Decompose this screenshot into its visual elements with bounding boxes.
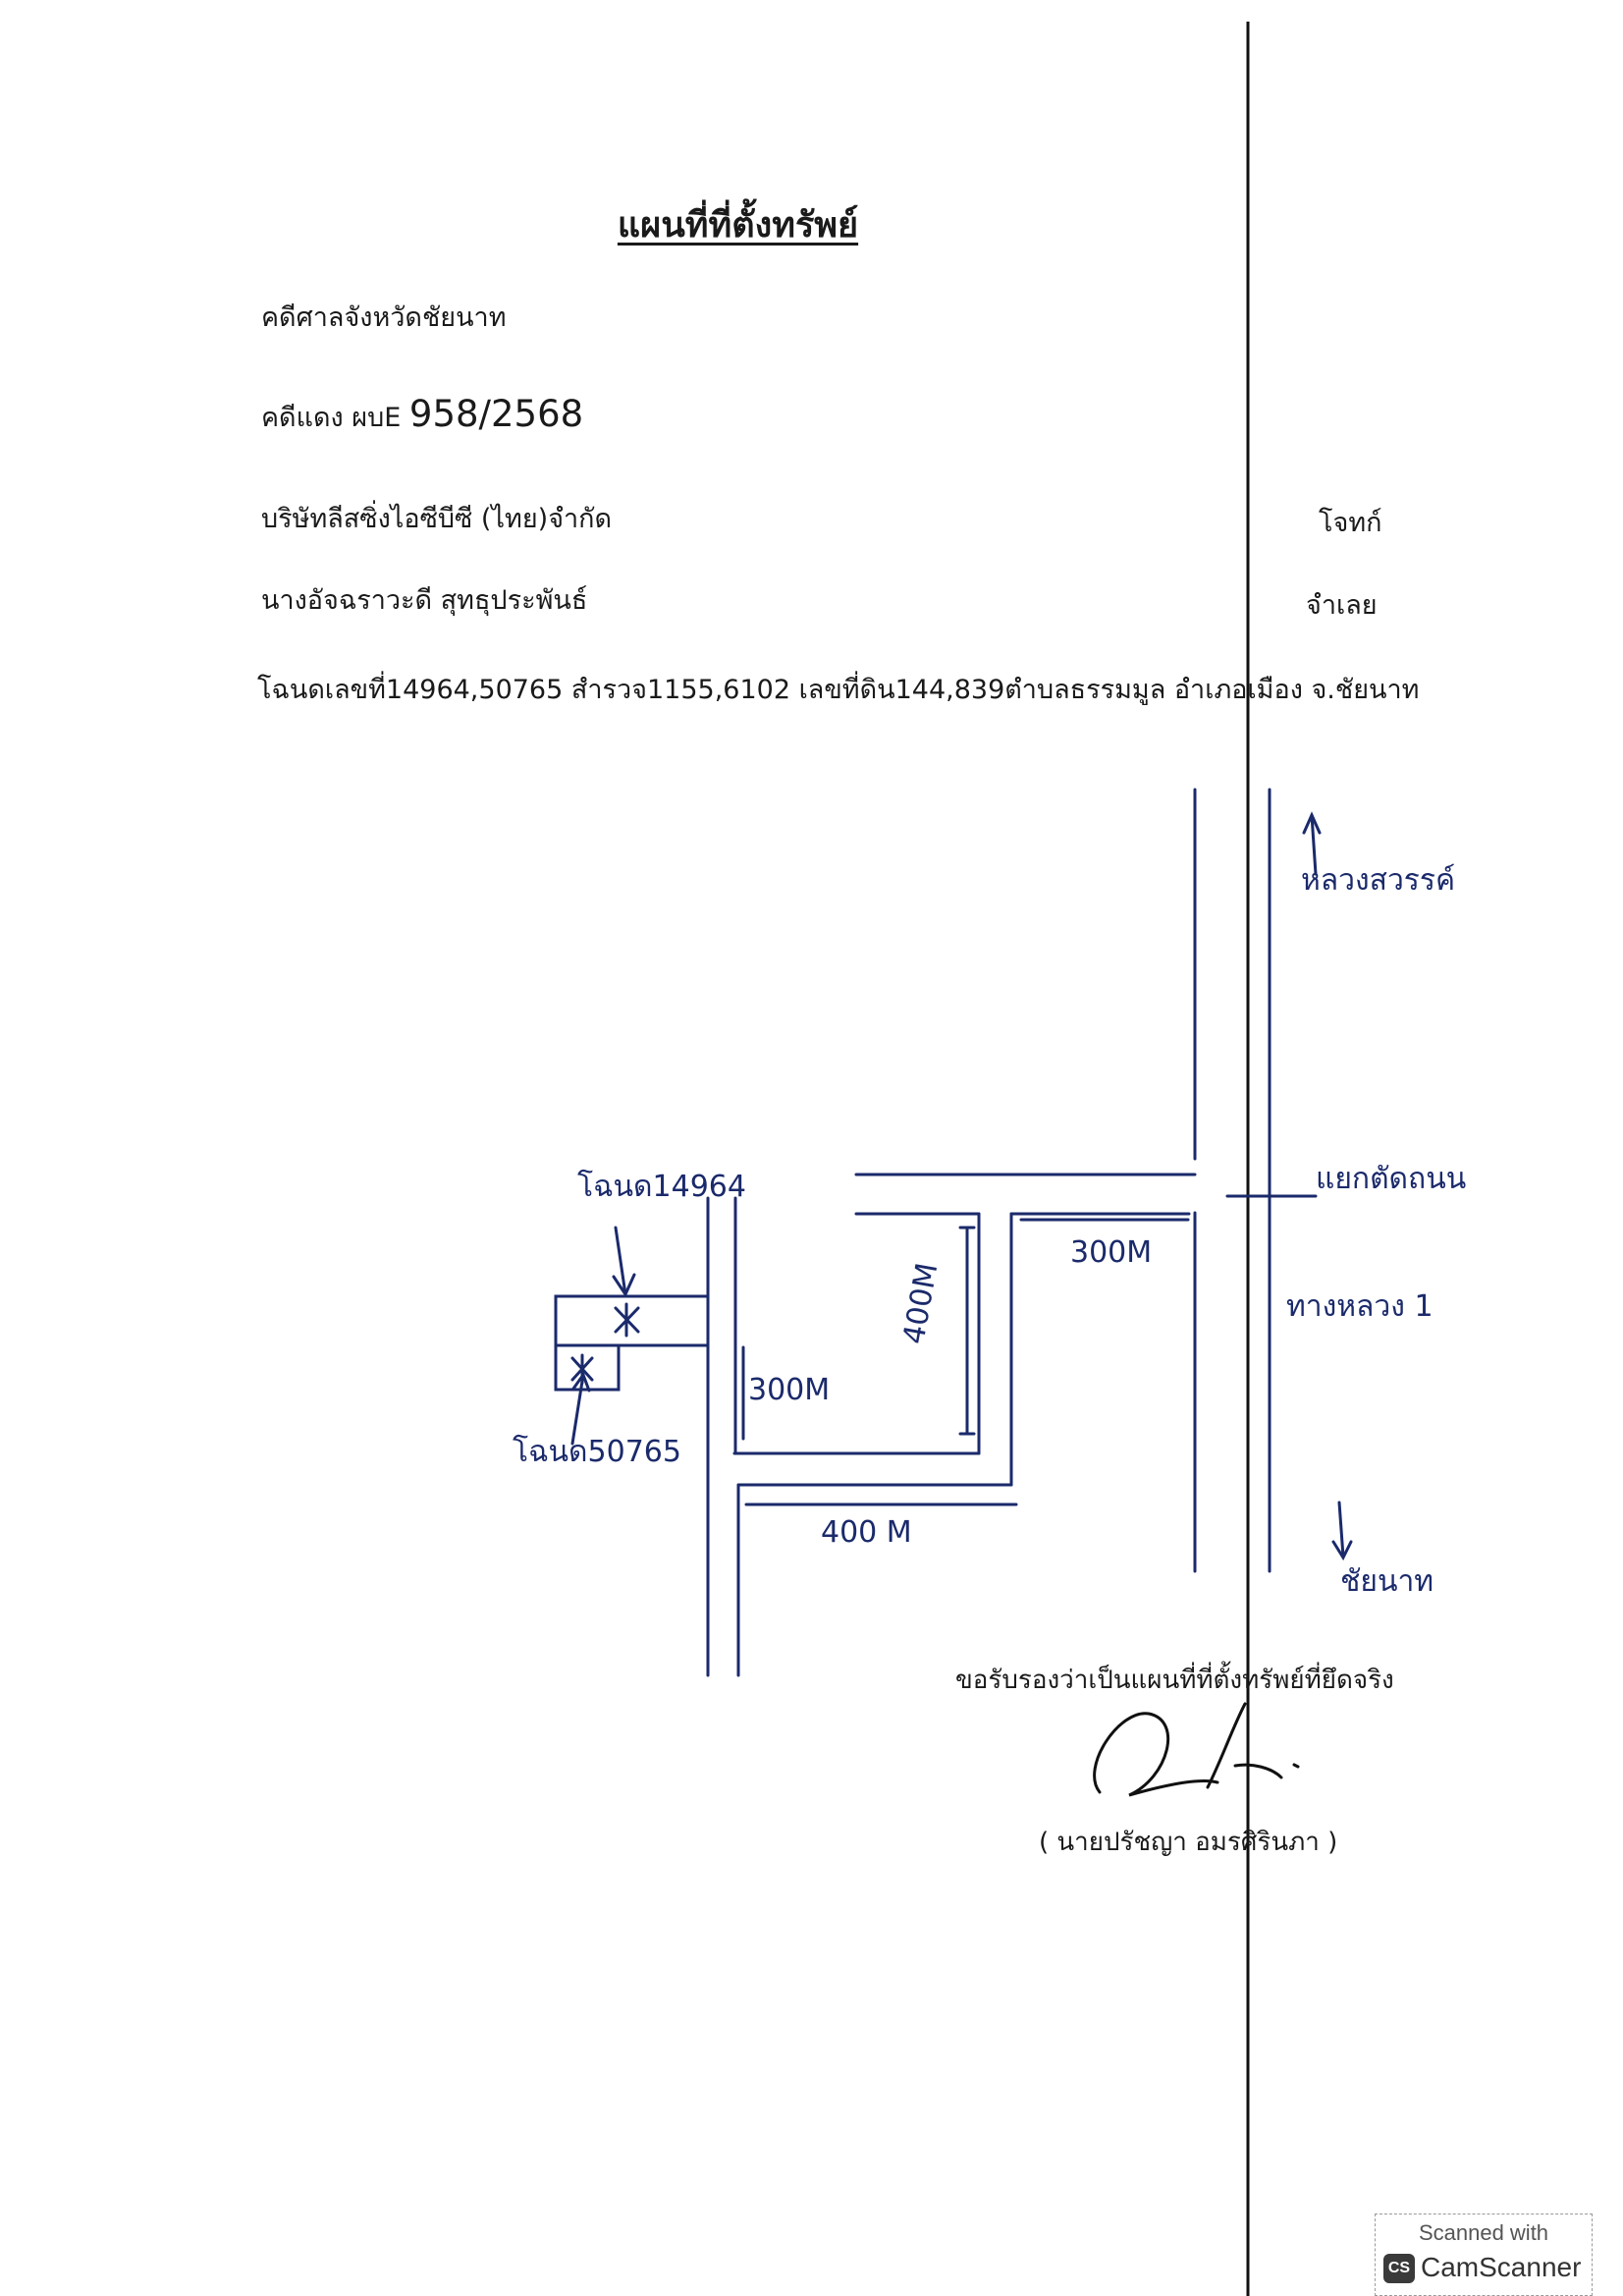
deed-plot-a [554, 1294, 710, 1347]
arrow-deed-b [570, 1373, 585, 1446]
highway-label: ทางหลวง 1 [1286, 1289, 1434, 1324]
camscanner-logo-icon: CS [1383, 2254, 1415, 2283]
case-number-line: คดีแดง ผบE 958/2568 [261, 393, 583, 438]
deed-info: โฉนดเลขที่14964,50765 สำรวจ1155,6102 เลข… [257, 675, 1420, 705]
certification-text: ขอรับรองว่าเป็นแผนที่ที่ตั้งทรัพย์ที่ยึด… [955, 1666, 1394, 1695]
signer-name: ( นายปรัชญา อมรศิรินภา ) [1039, 1828, 1338, 1857]
watermark-brand: CamScanner [1421, 2252, 1582, 2282]
north-label: หลวงสวรรค์ [1301, 863, 1455, 898]
junction-label: แยกตัดถนน [1316, 1162, 1466, 1196]
plaintiff-name: บริษัทลีสซิ่งไอซีบีซี (ไทย)จำกัด [261, 504, 613, 534]
deed-b-label: โฉนด50765 [513, 1434, 681, 1469]
deed-plot-b [554, 1343, 621, 1392]
camscanner-watermark: Scanned with CS CamScanner [1375, 2214, 1593, 2296]
court-name: คดีศาลจังหวัดชัยนาท [261, 302, 507, 333]
arrow-deed-a [614, 1226, 627, 1296]
case-number: 958/2568 [408, 393, 584, 435]
arrow-south [1337, 1501, 1345, 1558]
dist-left-label: 300M [748, 1373, 830, 1407]
deed-a-label: โฉนด14964 [577, 1169, 746, 1204]
dist-right-label: 400M [896, 1260, 945, 1346]
watermark-line1: Scanned with [1418, 2220, 1549, 2245]
dist-top-label: 300M [1070, 1235, 1152, 1270]
road-lines [554, 788, 1353, 1797]
defendant-role: จำเลย [1306, 590, 1378, 621]
case-prefix: คดีแดง ผบE [261, 403, 409, 433]
plaintiff-role: โจทก์ [1319, 508, 1382, 538]
signature [1093, 1702, 1300, 1797]
arrow-north [1310, 813, 1318, 876]
page-title: แผนที่ที่ตั้งทรัพย์ [617, 205, 859, 246]
defendant-name: นางอัจฉราวะดี สุทธุประพันธ์ [261, 585, 588, 616]
x-mark-b [570, 1353, 594, 1385]
south-label: ชัยนาท [1340, 1564, 1434, 1599]
dist-bottom-label: 400 M [821, 1515, 912, 1550]
x-mark-a [614, 1302, 640, 1338]
